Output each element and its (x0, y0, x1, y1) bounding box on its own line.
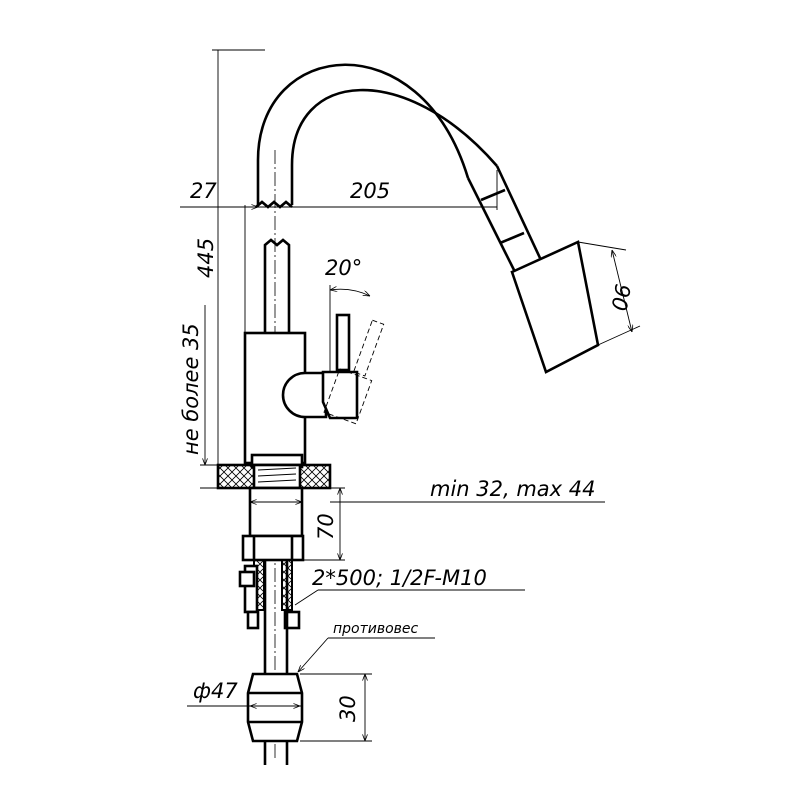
total-height-label: 445 (194, 238, 218, 278)
dimension-spout: 27 205 (180, 170, 498, 333)
pull-out-hose (466, 165, 542, 271)
dimension-total-height: 445 (194, 49, 265, 488)
counterweight-height-label: 30 (336, 695, 360, 722)
max-thickness-label: не более 35 (179, 323, 203, 455)
dimension-max-thickness: не более 35 (179, 305, 218, 466)
spray-head (510, 240, 600, 374)
hoses-callout: 2*500; 1/2F-M10 (294, 566, 525, 606)
hoses-spec-label: 2*500; 1/2F-M10 (312, 566, 487, 590)
dimension-countertop: min 32, max 44 (200, 477, 605, 502)
head-length-label: 90 (606, 282, 634, 312)
counterweight-label: противовес (333, 621, 419, 637)
lever-handle: 20° (321, 256, 385, 425)
counterweight-callout: противовес (298, 621, 435, 672)
counterweight-diameter-label: ф47 (193, 679, 238, 703)
countertop-range-label: min 32, max 44 (430, 477, 596, 501)
dimension-stem: 70 (303, 488, 345, 561)
mounting-stem (238, 486, 305, 675)
spout-offset-label: 27 (190, 179, 217, 203)
faucet-body (243, 238, 328, 469)
stem-length-label: 70 (314, 513, 338, 540)
countertop-washer (216, 463, 332, 490)
spout-reach-label: 205 (350, 179, 390, 203)
lever-angle-label: 20° (325, 256, 362, 280)
dimension-counterweight: ф47 30 (187, 673, 372, 742)
dimension-head-length: 90 (577, 241, 641, 346)
